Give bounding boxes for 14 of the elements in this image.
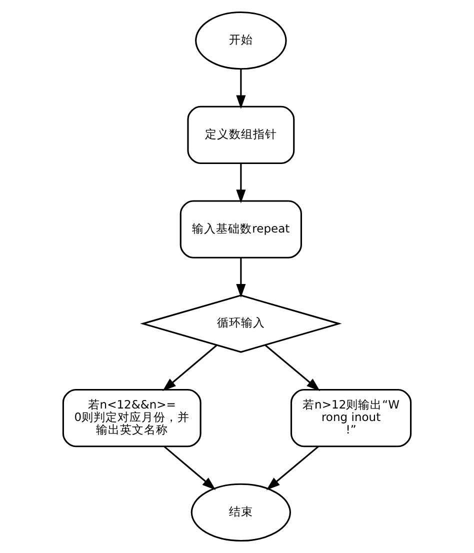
node-box: 若n<12&&n>=0则判定对应月份，并输出英文名称 xyxy=(62,388,202,448)
arrow xyxy=(264,344,320,392)
node-box: 定义数组指针 xyxy=(187,106,295,164)
node-ellipse: 结束 xyxy=(190,483,291,542)
arrow xyxy=(164,446,216,490)
arrow xyxy=(236,69,246,109)
arrow xyxy=(236,164,246,204)
arrow xyxy=(162,344,218,392)
node-ellipse: 开始 xyxy=(195,11,287,70)
arrow xyxy=(236,258,246,298)
node-box: 若n>12则输出“Wrong inout!” xyxy=(290,388,412,448)
node-box: 输入基础数repeat xyxy=(180,200,302,258)
node-diamond: 循环输入 xyxy=(140,294,342,353)
arrow xyxy=(266,446,319,490)
